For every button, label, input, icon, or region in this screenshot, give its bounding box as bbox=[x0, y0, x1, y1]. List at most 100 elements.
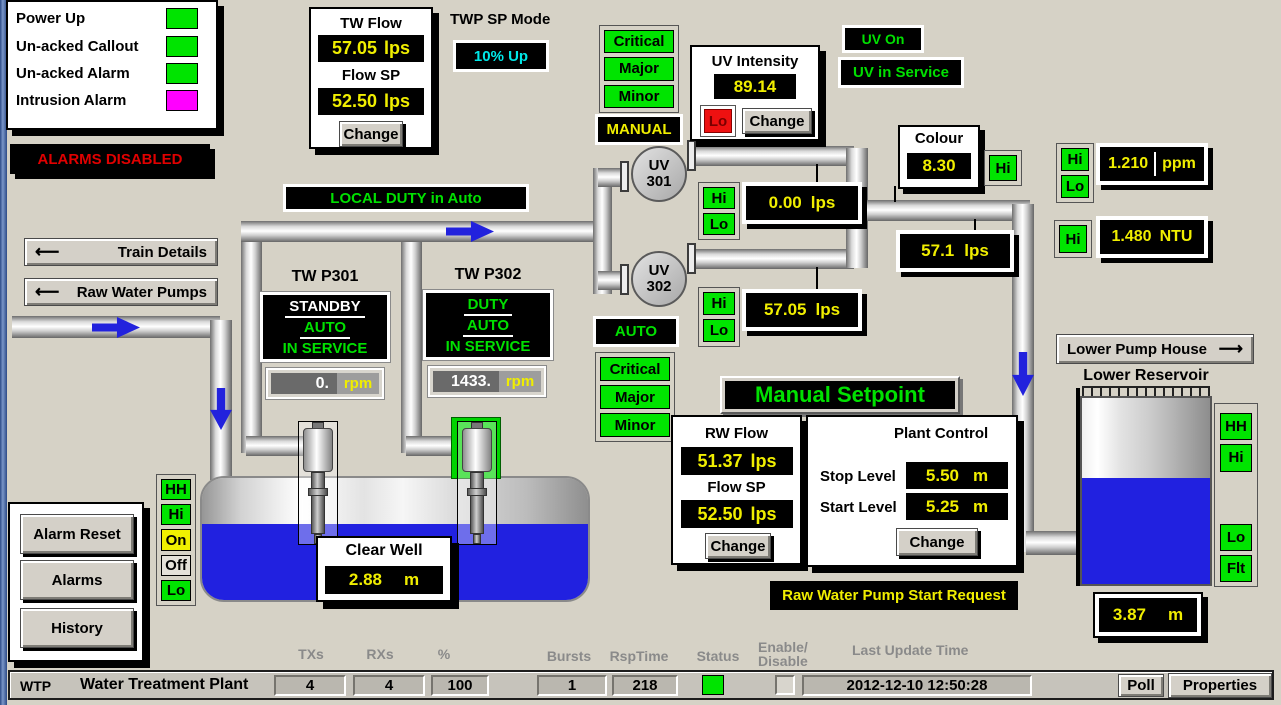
ntu-value-frame: 1.480 NTU bbox=[1096, 216, 1208, 258]
tw-flow-sp-box: 52.50 lps bbox=[318, 88, 424, 115]
clear-well-lo-indicator: Lo bbox=[161, 579, 191, 602]
status-label: Status bbox=[696, 648, 740, 664]
enable-disable-checkbox[interactable] bbox=[775, 675, 795, 695]
treated-water-header-pipe bbox=[241, 221, 601, 242]
left-arrow-icon: ⟵ bbox=[35, 242, 60, 261]
manual-setpoint-text: Manual Setpoint bbox=[755, 382, 925, 407]
manual-setpoint-button[interactable]: Manual Setpoint bbox=[720, 376, 960, 414]
rw-flow-change-button[interactable]: Change bbox=[705, 533, 771, 559]
uv-intensity-title: UV Intensity bbox=[711, 53, 799, 70]
tw-p301-rpm-unit: rpm bbox=[337, 373, 379, 394]
uv301-flow-unit: lps bbox=[810, 193, 836, 212]
rxs-label: RXs bbox=[366, 646, 394, 662]
rw-flow-sp-unit: lps bbox=[750, 503, 777, 524]
tw-p301-status3: IN SERVICE bbox=[282, 339, 368, 357]
rw-flow-unit: lps bbox=[750, 450, 777, 471]
pct-field: 100 bbox=[431, 675, 489, 696]
uv301-flow-box: 0.00 lps bbox=[746, 186, 858, 220]
uv-on-text: UV On bbox=[861, 31, 905, 47]
plant-minor-indicator: Minor bbox=[600, 413, 670, 437]
uv302-lo-indicator: Lo bbox=[703, 319, 735, 342]
rw-flow-panel: RW Flow 51.37 lps Flow SP 52.50 lps Chan… bbox=[671, 415, 802, 565]
rw-flow-sp-label: Flow SP bbox=[707, 479, 766, 496]
uv-manual-mode-box: MANUAL bbox=[595, 114, 683, 145]
rsptime-field: 218 bbox=[612, 675, 678, 696]
rw-flow-sp-box: 52.50 lps bbox=[681, 500, 793, 528]
ppm-unit: ppm bbox=[1162, 155, 1196, 172]
raw-water-pumps-button[interactable]: ⟵ Raw Water Pumps bbox=[24, 278, 218, 306]
tw-flow-sp-label: Flow SP bbox=[341, 67, 401, 84]
pump-p301-symbol[interactable] bbox=[298, 421, 338, 545]
uv302-outlet-flange bbox=[687, 243, 696, 274]
ntu-hi-indicator: Hi bbox=[1059, 225, 1087, 253]
legend-label-unacked-alarm: Un-acked Alarm bbox=[16, 65, 130, 82]
uv-minor-indicator: Minor bbox=[604, 84, 674, 108]
uv302-flow-frame: 57.05 lps bbox=[742, 289, 862, 331]
poll-button[interactable]: Poll bbox=[1118, 674, 1164, 697]
alarms-disabled-banner: ALARMS DISABLED bbox=[10, 144, 210, 174]
properties-button[interactable]: Properties bbox=[1168, 673, 1272, 698]
enable-label: Enable/ bbox=[758, 639, 808, 655]
uv-auto-mode-box: AUTO bbox=[593, 316, 679, 347]
uv-intensity-lo-alarm[interactable]: Lo bbox=[704, 109, 732, 133]
legend-label-intrusion-alarm: Intrusion Alarm bbox=[16, 92, 127, 109]
colour-panel: Colour 8.30 bbox=[898, 125, 980, 189]
clear-well-panel: Clear Well 2.88 m bbox=[316, 536, 452, 602]
start-level-label: Start Level bbox=[820, 499, 897, 516]
rw-flow-title: RW Flow bbox=[704, 425, 769, 442]
ppm-value: 1.210 bbox=[1108, 155, 1149, 172]
pump-p302-symbol[interactable] bbox=[457, 421, 497, 545]
rsptime-label: RspTime bbox=[609, 648, 669, 664]
rw-flow-sp-value: 52.50 bbox=[697, 503, 743, 524]
uv-manual-mode-text: MANUAL bbox=[606, 121, 672, 138]
p301-discharge-stub bbox=[246, 436, 312, 456]
lower-reservoir-tank-top bbox=[1082, 398, 1210, 478]
clear-well-level-value: 2.88 bbox=[348, 570, 382, 589]
train-details-button[interactable]: ⟵ Train Details bbox=[24, 238, 218, 266]
uv-in-service-box: UV in Service bbox=[838, 57, 964, 88]
reservoir-flt-indicator: Flt bbox=[1220, 554, 1252, 582]
uv-intensity-change-button[interactable]: Change bbox=[742, 108, 812, 134]
uv-301-unit[interactable]: UV 301 bbox=[631, 146, 687, 202]
plant-control-title: Plant Control bbox=[894, 425, 989, 442]
legend-swatch-power-up bbox=[166, 8, 198, 29]
lower-reservoir-roof-rail bbox=[1082, 386, 1210, 397]
uv301-outlet-pipe bbox=[692, 146, 854, 166]
right-arrow-icon: ⟶ bbox=[1218, 339, 1243, 358]
last-update-field: 2012-12-10 12:50:28 bbox=[802, 675, 1032, 696]
clear-well-hi-indicator: Hi bbox=[161, 504, 191, 526]
tw-p301-rpm-value: 0. bbox=[271, 373, 337, 394]
legend-swatch-unacked-callout bbox=[166, 36, 198, 57]
tw-flow-value: 57.05 bbox=[331, 38, 378, 58]
uv-301-line1: UV bbox=[648, 157, 670, 175]
uv301-flow-connector-line bbox=[816, 164, 818, 186]
uv302-inlet-flange bbox=[620, 264, 629, 295]
history-button[interactable]: History bbox=[20, 608, 134, 648]
plant-control-panel: Plant Control Stop Level 5.50 m Start Le… bbox=[806, 415, 1018, 567]
clear-well-hh-indicator: HH bbox=[161, 479, 191, 501]
reservoir-level-unit: m bbox=[1167, 605, 1184, 624]
start-level-value: 5.25 bbox=[925, 496, 959, 516]
uv301-inlet-stub bbox=[598, 168, 624, 187]
tw-p302-status-box[interactable]: DUTY AUTO IN SERVICE bbox=[422, 289, 554, 361]
lower-pump-house-button[interactable]: Lower Pump House ⟶ bbox=[1056, 334, 1254, 364]
uv302-flow-value: 57.05 bbox=[763, 300, 807, 319]
plant-code: WTP bbox=[20, 678, 52, 694]
start-level-box: 5.25 m bbox=[906, 493, 1008, 520]
alarm-reset-button[interactable]: Alarm Reset bbox=[20, 514, 134, 554]
rw-flow-value: 51.37 bbox=[697, 450, 743, 471]
stop-level-box: 5.50 m bbox=[906, 462, 1008, 489]
uv302-flow-unit: lps bbox=[815, 300, 841, 319]
alarms-button[interactable]: Alarms bbox=[20, 560, 134, 600]
uv301-lo-indicator: Lo bbox=[703, 213, 735, 235]
clear-well-on-indicator: On bbox=[161, 529, 191, 551]
tw-p301-status-box[interactable]: STANDBY AUTO IN SERVICE bbox=[259, 291, 391, 363]
tw-flow-change-button[interactable]: Change bbox=[339, 121, 403, 147]
tw-flow-title: TW Flow bbox=[340, 15, 402, 32]
uv-302-unit[interactable]: UV 302 bbox=[631, 251, 687, 307]
clear-well-off-indicator: Off bbox=[161, 554, 191, 576]
bursts-field: 1 bbox=[537, 675, 607, 696]
left-arrow-icon: ⟵ bbox=[35, 282, 60, 301]
pct-label: % bbox=[437, 646, 451, 662]
plant-control-change-button[interactable]: Change bbox=[896, 528, 978, 556]
